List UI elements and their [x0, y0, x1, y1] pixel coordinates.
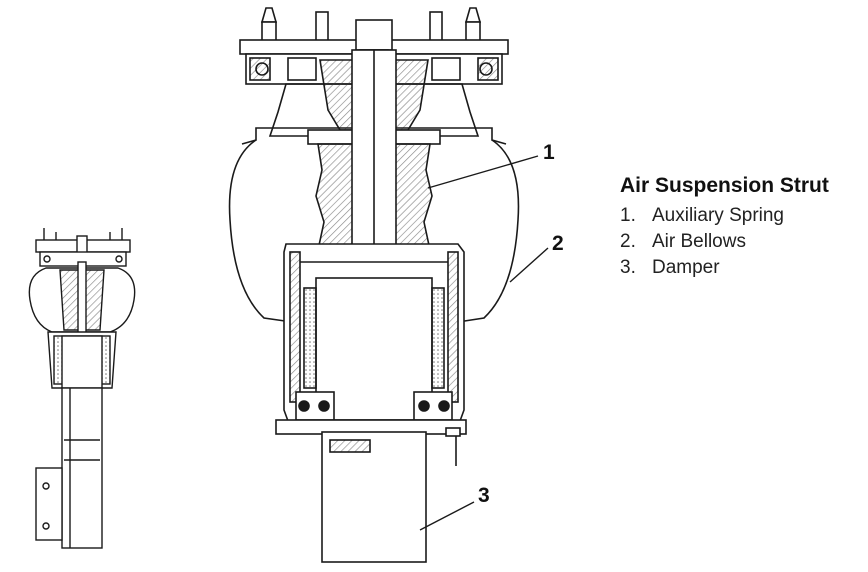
legend-item-label: Auxiliary Spring: [652, 205, 784, 226]
legend: Air Suspension Strut 1. Auxiliary Spring …: [620, 174, 829, 281]
legend-item-number: 1.: [620, 205, 636, 226]
legend-item-label: Air Bellows: [652, 231, 746, 252]
legend-item: 1. Auxiliary Spring: [620, 203, 829, 229]
legend-item: 2. Air Bellows: [620, 229, 829, 255]
legend-item-number: 3.: [620, 257, 636, 278]
legend-title: Air Suspension Strut: [620, 174, 829, 197]
overview-strut: [28, 228, 136, 549]
callout-1: 1: [543, 141, 555, 164]
legend-item-number: 2.: [620, 231, 636, 252]
main-strut: [228, 7, 520, 563]
legend-list: 1. Auxiliary Spring 2. Air Bellows 3. Dampe…: [620, 203, 829, 281]
legend-item: 3. Damper: [620, 255, 829, 281]
callout-2: 2: [552, 232, 564, 255]
leader-lines: [419, 155, 549, 531]
callout-3: 3: [478, 484, 490, 507]
legend-item-label: Damper: [652, 257, 720, 278]
